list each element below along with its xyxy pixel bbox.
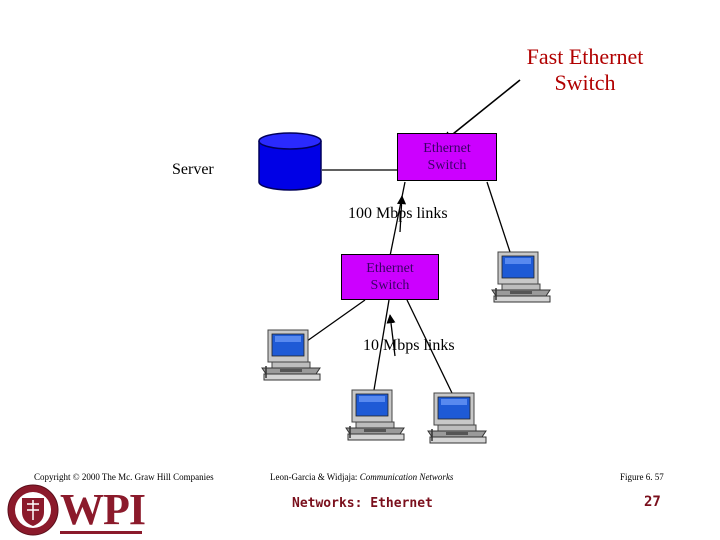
label-100-mbps-links: 100 Mbps links — [348, 205, 448, 222]
arrow-100-mbps — [397, 195, 407, 233]
link-switch-right-pc — [486, 181, 511, 253]
callout-line2: Switch — [554, 70, 616, 96]
citation-book: Communication Networks — [359, 472, 454, 482]
copyright-text: Copyright © 2000 The Mc. Graw Hill Compa… — [34, 472, 214, 482]
wpi-logo: WPI — [60, 485, 146, 534]
citation-authors: Leon-Garcia & Widjaja: — [270, 472, 360, 482]
page-number: 27 — [644, 494, 661, 510]
top-switch-line1: Ethernet — [423, 140, 471, 156]
bottom-switch-line2: Switch — [370, 278, 410, 293]
top-ethernet-switch: Ethernet Switch — [397, 133, 497, 181]
top-switch-line2: Switch — [427, 158, 467, 173]
wpi-logo-underline — [60, 531, 142, 534]
citation: Leon-Garcia & Widjaja: Communication Net… — [270, 472, 453, 482]
label-10-mbps-links: 10 Mbps links — [363, 337, 455, 354]
link-bottom-left-pc — [299, 299, 366, 347]
bottom-ethernet-switch: Ethernet Switch — [341, 254, 439, 300]
callout-line1: Fast Ethernet — [526, 44, 644, 69]
link-switch-switch — [389, 181, 406, 257]
fast-ethernet-switch-callout: Fast Ethernet Switch — [510, 44, 660, 97]
arrow-10-mbps — [386, 314, 396, 357]
bottom-switch-line1: Ethernet — [366, 260, 414, 276]
server-label: Server — [172, 161, 214, 178]
slide-title: Networks: Ethernet — [292, 496, 433, 511]
callout-arrow — [442, 79, 521, 143]
figure-label: Figure 6. 57 — [620, 472, 664, 482]
link-bottom-right-pc — [406, 299, 453, 394]
